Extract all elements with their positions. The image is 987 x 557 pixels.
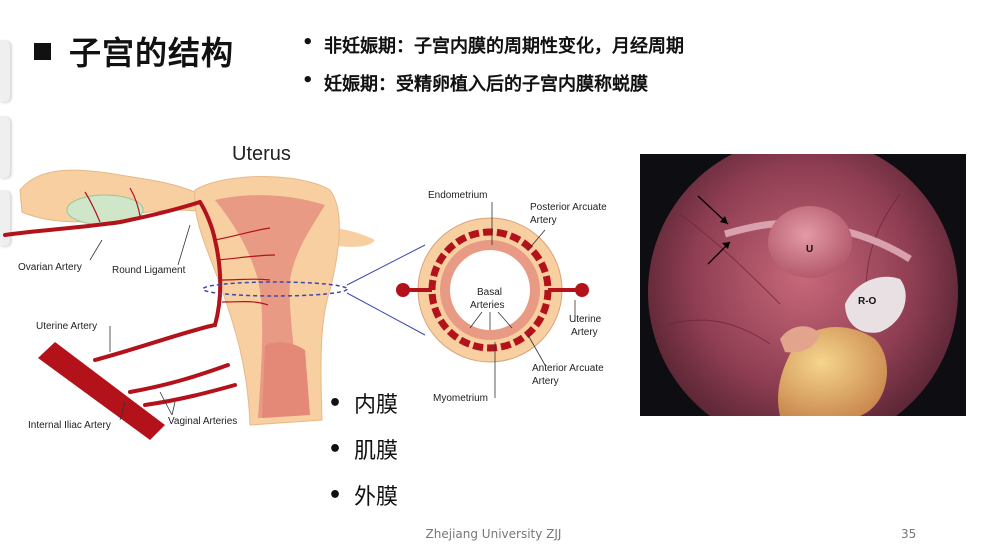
right-artery-end [575,283,589,297]
label-anterior-arcuate-1: Anterior Arcuate [532,363,604,374]
bullet-text: 妊娠期：受精卵植入后的子宫内膜称蜕膜 [324,70,648,96]
leader-line [178,225,190,265]
layer-text: 肌膜 [354,433,398,465]
list-item: • 肌膜 [328,426,398,472]
cervix-shape [262,342,310,418]
leader-line [172,402,175,415]
page-number: 35 [901,527,916,541]
label-posterior-arcuate-1: Posterior Arcuate [530,202,607,213]
label-basal-1: Basal [477,287,502,298]
list-item: • 非妊娠期：子宫内膜的周期性变化，月经周期 [302,32,684,70]
slide-title: 子宫的结构 [69,28,234,74]
layer-bullet-list: • 内膜 • 肌膜 • 外膜 [328,380,398,518]
layer-text: 外膜 [354,479,398,511]
side-tab-1[interactable] [0,40,11,102]
label-basal-2: Arteries [470,300,504,311]
label-u: U [806,244,813,255]
slide-title-block: 子宫的结构 [34,28,234,74]
connector-line-top [347,245,425,285]
bullet-text: 非妊娠期：子宫内膜的周期性变化，月经周期 [324,32,684,58]
laparoscopy-photo: U R-O [640,154,966,416]
label-internal-iliac-artery: Internal Iliac Artery [28,420,111,431]
list-item: • 妊娠期：受精卵植入后的子宫内膜称蜕膜 [302,70,684,108]
uterus-in-photo [768,206,852,278]
leader-line [90,240,102,260]
bullet-icon: • [302,70,324,91]
uterus-diagram: Uterus Ovarian Artery Round Ligament Ute… [0,130,640,450]
label-ro: R-O [858,296,877,307]
label-uterine-artery-r2: Artery [571,327,598,338]
title-square-icon [34,43,51,60]
vaginal-artery-1 [130,365,228,392]
label-ovarian-artery: Ovarian Artery [18,262,82,273]
layer-text: 内膜 [354,387,398,419]
label-uterine-artery: Uterine Artery [36,321,97,332]
connector-line-bottom [347,293,425,335]
footer-text: Zhejiang University ZJJ [0,527,987,541]
list-item: • 内膜 [328,380,398,426]
bullet-icon: • [328,391,354,416]
list-item: • 外膜 [328,472,398,518]
top-bullet-list: • 非妊娠期：子宫内膜的周期性变化，月经周期 • 妊娠期：受精卵植入后的子宫内膜… [302,32,684,108]
label-uterine-artery-r1: Uterine [569,314,602,325]
label-myometrium: Myometrium [433,393,488,404]
label-vaginal-arteries: Vaginal Arteries [168,416,237,427]
label-posterior-arcuate-2: Artery [530,215,557,226]
bullet-icon: • [328,437,354,462]
bullet-icon: • [302,32,324,53]
diagram-title: Uterus [232,143,291,165]
label-endometrium: Endometrium [428,190,487,201]
label-anterior-arcuate-2: Artery [532,376,559,387]
left-artery-end [396,283,410,297]
bullet-icon: • [328,483,354,508]
label-round-ligament: Round Ligament [112,265,186,276]
